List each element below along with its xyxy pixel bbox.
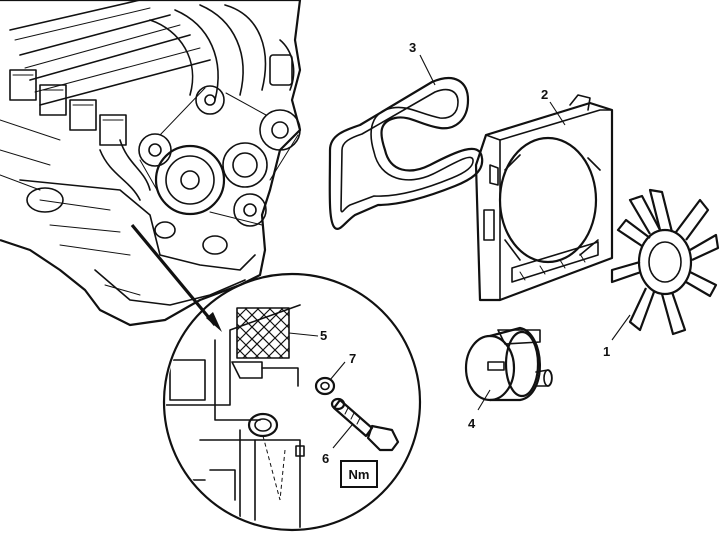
callout-3-label: 3	[409, 40, 416, 55]
seal-ring	[314, 376, 336, 396]
callout-3: 3	[409, 40, 436, 86]
torque-badge: Nm	[340, 460, 378, 488]
torque-badge-label: Nm	[349, 467, 370, 482]
drive-belt	[328, 76, 484, 230]
callout-5-label: 5	[320, 328, 327, 343]
callout-7-label: 7	[349, 351, 356, 366]
callout-7: 7	[329, 351, 356, 381]
callout-1-label: 1	[603, 344, 610, 359]
callout-6: 6	[322, 424, 353, 466]
callout-4: 4	[468, 389, 491, 431]
detail-magnifier: Nm	[162, 272, 422, 532]
cooling-fan	[610, 188, 720, 336]
callout-5: 5	[288, 328, 327, 343]
filter-screen	[236, 307, 290, 359]
callout-1: 1	[603, 314, 631, 359]
callout-2: 2	[541, 87, 566, 126]
fan-shroud	[474, 94, 614, 302]
viscous-coupling	[464, 326, 553, 402]
detail-pointer-arrow	[206, 312, 222, 332]
hollow-bolt	[330, 397, 400, 452]
callout-4-label: 4	[468, 416, 476, 431]
callout-6-label: 6	[322, 451, 329, 466]
engine-assembly	[0, 0, 302, 327]
callout-2-label: 2	[541, 87, 548, 102]
detail-pointer-line	[130, 223, 217, 327]
